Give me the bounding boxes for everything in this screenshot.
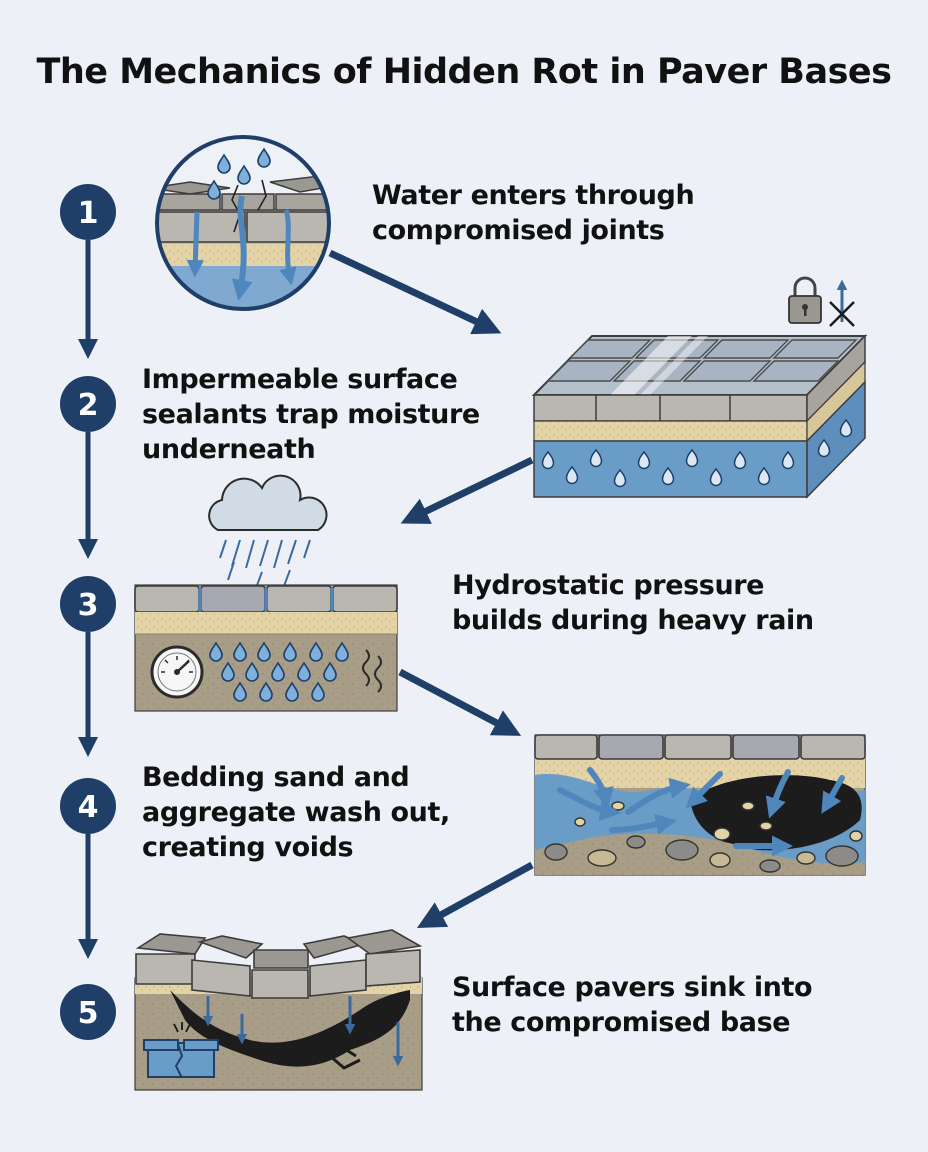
connector-2-3 (400, 456, 534, 524)
step-3-description: Hydrostatic pressure builds during heavy… (452, 570, 814, 636)
step-1-description: Water enters through compromised joints (372, 180, 695, 246)
no-upward-flow-icon (829, 279, 855, 327)
flow-connectors (328, 249, 534, 929)
step-number-5: 5 (78, 996, 99, 1031)
connector-4-5 (416, 861, 534, 929)
connector-1-2 (328, 249, 502, 335)
lock-icon (788, 276, 822, 324)
step-5-description: Surface pavers sink into the compromised… (452, 972, 813, 1038)
page-title: The Mechanics of Hidden Rot in Paver Bas… (36, 52, 892, 92)
heat-wave-icon (362, 649, 382, 693)
hydrostatic-pressure-illustration (134, 584, 398, 712)
sinking-pavers-illustration (134, 929, 423, 1091)
step-badge-3: 3 (60, 576, 116, 632)
step-badge-2: 2 (60, 376, 116, 432)
sealed-paver-block-illustration (531, 276, 868, 499)
step-badge-4: 4 (60, 778, 116, 834)
step-2-description: Impermeable surface sealants trap moistu… (142, 364, 480, 465)
step-number-2: 2 (78, 388, 99, 423)
step-badge-1: 1 (60, 184, 116, 240)
rain-cloud-icon (208, 474, 328, 589)
step-4-description: Bedding sand and aggregate wash out, cre… (142, 762, 450, 863)
step-badge-5: 5 (60, 984, 116, 1040)
joint-infiltration-illustration (155, 135, 331, 311)
step-number-3: 3 (78, 588, 99, 623)
step-number-1: 1 (78, 196, 99, 231)
pressure-gauge-icon (150, 645, 204, 699)
step-rail: 1 2 3 4 5 (60, 184, 116, 1040)
cracked-pipe-icon (143, 1022, 219, 1079)
washout-voids-illustration (534, 734, 866, 876)
connector-3-4 (398, 668, 522, 736)
step-number-4: 4 (78, 790, 99, 825)
